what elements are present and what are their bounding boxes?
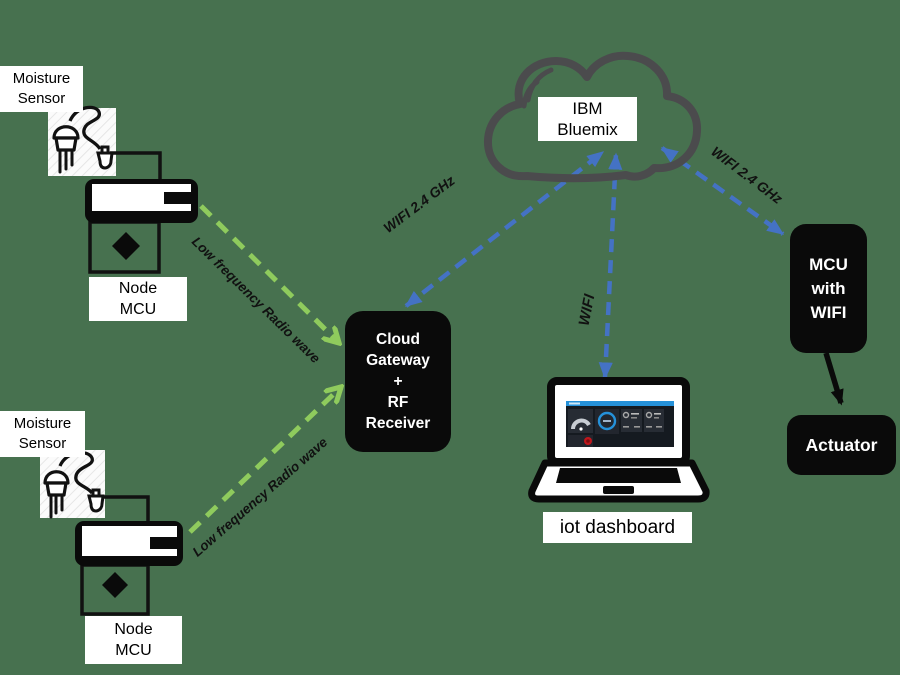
sensor-unit-top bbox=[48, 105, 198, 274]
mcu-actuator-arrow bbox=[823, 352, 844, 406]
actuator-node: Actuator bbox=[787, 415, 896, 475]
label-line: Sensor bbox=[18, 435, 67, 452]
cloud-gateway-node: Cloud Gateway + RF Receiver bbox=[345, 311, 451, 452]
moisture-sensor-label-top: Moisture Sensor bbox=[0, 66, 83, 112]
label-line: MCU bbox=[115, 642, 152, 659]
nodemcu-board-icon bbox=[85, 179, 198, 223]
mcu-with-wifi-node: MCU with WIFI bbox=[790, 224, 867, 353]
label-line: Moisture bbox=[12, 70, 71, 87]
radio-link-bottom bbox=[188, 388, 340, 534]
node-line: Actuator bbox=[805, 434, 878, 455]
laptop-icon bbox=[528, 377, 710, 503]
dashboard-screen-icon bbox=[566, 401, 674, 447]
sensor-plug-icon bbox=[96, 145, 114, 170]
label-line: MCU bbox=[119, 301, 157, 318]
label-line: IBM bbox=[572, 99, 603, 118]
node-line: Receiver bbox=[365, 415, 431, 432]
sensor-cable bbox=[68, 105, 102, 150]
moisture-sensor-label-bottom: Moisture Sensor bbox=[0, 411, 85, 457]
diamond-icon bbox=[112, 232, 140, 260]
sensor-wire bbox=[110, 151, 162, 179]
sensor-plug-icon bbox=[87, 488, 105, 513]
node-line: MCU bbox=[809, 254, 848, 274]
nodemcu-board-icon bbox=[75, 521, 183, 566]
node-line: + bbox=[393, 373, 403, 390]
node-line: Cloud bbox=[376, 331, 420, 348]
label-line: Bluemix bbox=[557, 120, 618, 139]
cloud-icon bbox=[484, 51, 701, 183]
ibm-bluemix-label: IBM Bluemix bbox=[538, 97, 637, 141]
sensor-unit-bottom bbox=[40, 450, 183, 616]
radio-link-top bbox=[199, 204, 338, 342]
node-line: RF bbox=[387, 394, 409, 411]
node-line: with bbox=[811, 278, 846, 298]
label-line: Sensor bbox=[17, 90, 66, 107]
label-line: Node bbox=[114, 621, 153, 638]
sensor-wire bbox=[101, 495, 150, 521]
label-line: Node bbox=[118, 280, 158, 297]
label-line: Moisture bbox=[13, 415, 72, 432]
nodemcu-label-top: Node MCU bbox=[89, 277, 187, 321]
node-line: Gateway bbox=[366, 352, 430, 369]
iot-dashboard-label: iot dashboard bbox=[543, 512, 692, 543]
diamond-icon bbox=[102, 572, 128, 598]
wifi-link-dashboard-cloud bbox=[598, 152, 623, 380]
nodemcu-label-bottom: Node MCU bbox=[85, 616, 182, 664]
node-line: WIFI bbox=[810, 302, 847, 322]
label-line: iot dashboard bbox=[559, 517, 676, 538]
